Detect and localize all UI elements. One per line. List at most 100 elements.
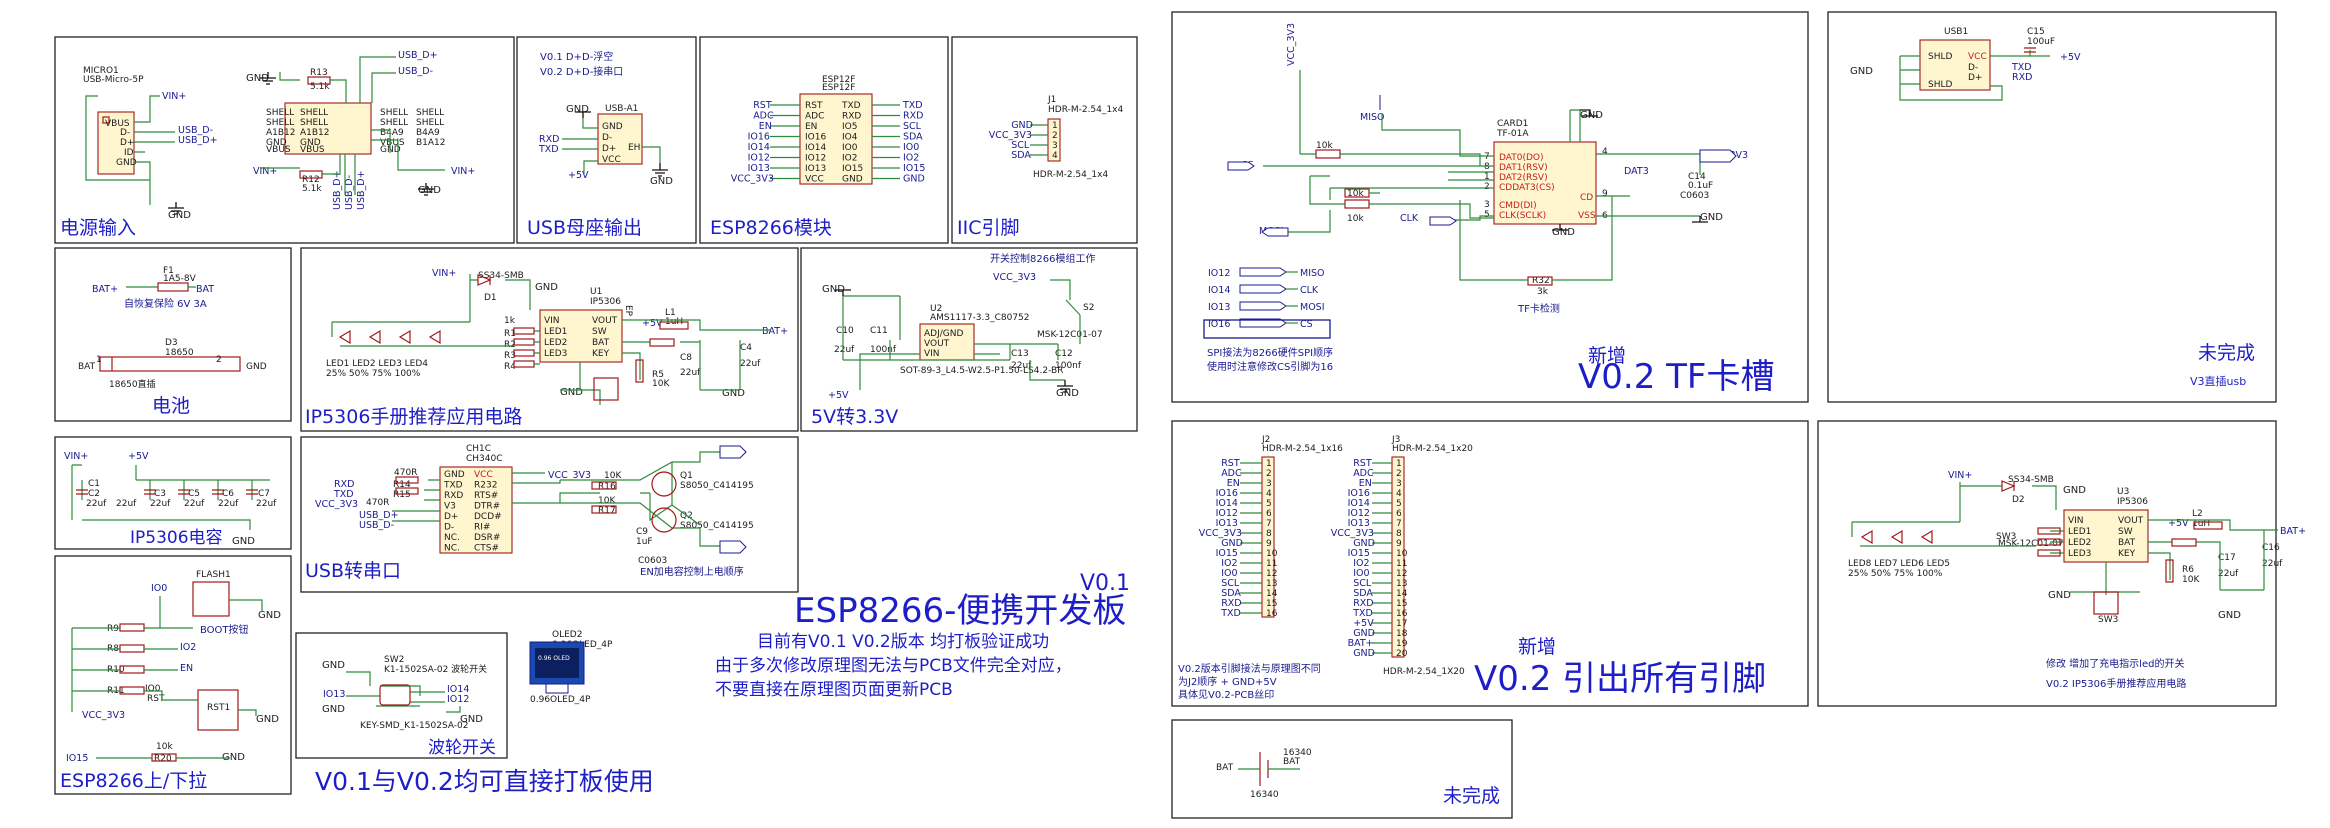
svg-text:18650直插: 18650直插 <box>109 378 156 390</box>
svg-text:18650: 18650 <box>165 348 194 358</box>
svg-text:3k: 3k <box>1537 287 1549 297</box>
j3-net: GND <box>1353 538 1375 549</box>
svg-text:C13: C13 <box>1011 349 1029 359</box>
spi-signal: CLK <box>1300 285 1319 296</box>
svg-text:U1: U1 <box>590 287 602 297</box>
svg-text:GND: GND <box>2063 485 2086 496</box>
esp-net-left: IO12 <box>748 153 770 164</box>
svg-text:D+: D+ <box>1968 73 1982 83</box>
svg-text:D2: D2 <box>2012 495 2025 505</box>
svg-text:SHELL: SHELL <box>380 118 408 128</box>
box-iic <box>951 36 1138 244</box>
j2-net: IO0 <box>1221 568 1237 579</box>
svg-text:BOOT按钮: BOOT按钮 <box>200 623 249 636</box>
svg-text:DAT1(RSV): DAT1(RSV) <box>1499 163 1548 173</box>
spi-io: IO12 <box>1208 268 1230 279</box>
tf-new-label: 新增 <box>1588 345 1626 367</box>
svg-text:10K: 10K <box>604 471 622 481</box>
svg-text:C6: C6 <box>222 489 234 499</box>
svg-text:470R: 470R <box>366 498 389 508</box>
svg-text:ID: ID <box>124 148 134 158</box>
svg-text:GND: GND <box>560 387 583 398</box>
svg-text:U2: U2 <box>930 304 942 314</box>
j2-pin-num: 1 <box>1266 459 1272 469</box>
spi-io: IO16 <box>1208 319 1230 330</box>
j3-pin-num: 20 <box>1396 649 1408 659</box>
svg-text:16340: 16340 <box>1250 790 1279 800</box>
svg-text:1uF: 1uF <box>636 537 653 547</box>
svg-text:C14: C14 <box>1688 172 1706 182</box>
svg-text:3: 3 <box>1052 141 1058 151</box>
box-usb-female <box>516 36 697 244</box>
j2-net: ADC <box>1221 468 1242 479</box>
svg-text:4: 4 <box>1052 151 1058 161</box>
svg-text:K1-1502SA-02 波轮开关: K1-1502SA-02 波轮开关 <box>384 663 487 675</box>
spi-signal: CS <box>1300 319 1313 330</box>
j3-pin-num: 14 <box>1396 589 1408 599</box>
j3-pin-num: 4 <box>1396 489 1402 499</box>
svg-text:未完成: 未完成 <box>2198 342 2255 364</box>
svg-text:Q1: Q1 <box>680 471 693 481</box>
esp-pin-right: GND <box>842 175 863 185</box>
j2-net: RST <box>1221 458 1240 469</box>
j2-net: RXD <box>1221 598 1241 609</box>
battery-16340: 16340 BAT BAT 16340 未完成 <box>1216 748 1500 807</box>
usb-c-connector: SHELL SHELL A1B12 GND VBUS SHELL SHELL A… <box>246 50 475 210</box>
svg-text:CARD1: CARD1 <box>1497 119 1528 129</box>
svg-text:LED8 LED7 LED6 LED5: LED8 LED7 LED6 LED5 <box>1848 559 1950 569</box>
svg-text:VIN+: VIN+ <box>451 166 475 177</box>
title-power-input: 电源输入 <box>60 217 136 239</box>
ch340-pin-right: DCD# <box>474 512 502 522</box>
svg-text:22uf: 22uf <box>218 499 239 509</box>
svg-text:IO2: IO2 <box>180 642 196 653</box>
svg-text:GND: GND <box>1552 227 1575 238</box>
svg-text:RST1: RST1 <box>207 703 230 713</box>
j3-pin-num: 16 <box>1396 609 1408 619</box>
svg-text:R2: R2 <box>504 340 516 350</box>
j3-net: IO15 <box>1348 548 1370 559</box>
svg-text:V0.2 IP5306手册推荐应用电路: V0.2 IP5306手册推荐应用电路 <box>2046 677 2186 690</box>
desc-line-3: 不要直接在原理图页面更新PCB <box>715 680 953 700</box>
ch340-pin-left: GND <box>444 470 465 480</box>
svg-text:1uH: 1uH <box>2192 519 2210 529</box>
svg-text:GND: GND <box>1850 66 1873 77</box>
svg-text:5.1k: 5.1k <box>310 82 330 92</box>
svg-text:USB-A1: USB-A1 <box>605 104 638 114</box>
svg-text:TXD: TXD <box>538 144 559 155</box>
j3-net: IO14 <box>1348 498 1370 509</box>
esp-net-left: EN <box>759 121 772 132</box>
j3-pin-num: 5 <box>1396 499 1402 509</box>
svg-text:CH1C: CH1C <box>466 444 491 454</box>
j2-net: IO13 <box>1216 518 1238 529</box>
j3-net: RXD <box>1353 598 1373 609</box>
esp-pullup-section: IO0 FLASH1 BOOT按钮 GND R9 R8 R10 R11 IO2 … <box>66 570 281 764</box>
j3-pin-num: 12 <box>1396 569 1407 579</box>
svg-text:GND: GND <box>300 138 321 148</box>
j3-net: IO2 <box>1353 558 1369 569</box>
title-iic: IIC引脚 <box>957 217 1019 239</box>
svg-text:R5: R5 <box>652 370 664 380</box>
svg-text:10K: 10K <box>652 379 670 389</box>
svg-text:22uf: 22uf <box>834 345 855 355</box>
svg-text:R16: R16 <box>598 482 616 492</box>
j2-net: IO16 <box>1216 488 1238 499</box>
svg-text:22uf: 22uf <box>116 499 137 509</box>
svg-text:DAT2(RSV): DAT2(RSV) <box>1499 173 1548 183</box>
svg-text:J3: J3 <box>1391 435 1400 445</box>
svg-text:ESP12F: ESP12F <box>822 83 855 93</box>
svg-text:GND: GND <box>1056 388 1079 399</box>
svg-text:2: 2 <box>216 355 222 365</box>
svg-text:0.96OLED_4P: 0.96OLED_4P <box>530 695 591 705</box>
esp-pin-left: IO16 <box>805 133 826 143</box>
svg-text:+5V: +5V <box>828 390 849 401</box>
svg-text:CH340C: CH340C <box>466 454 503 464</box>
svg-text:2: 2 <box>1484 182 1490 192</box>
svg-text:VIN+: VIN+ <box>253 166 277 177</box>
j2-pin-num: 15 <box>1266 599 1277 609</box>
svg-text:1k: 1k <box>504 316 516 326</box>
box-pins <box>1171 420 1809 707</box>
iic-net: GND <box>1011 120 1033 131</box>
j3-net: GND <box>1353 648 1375 659</box>
